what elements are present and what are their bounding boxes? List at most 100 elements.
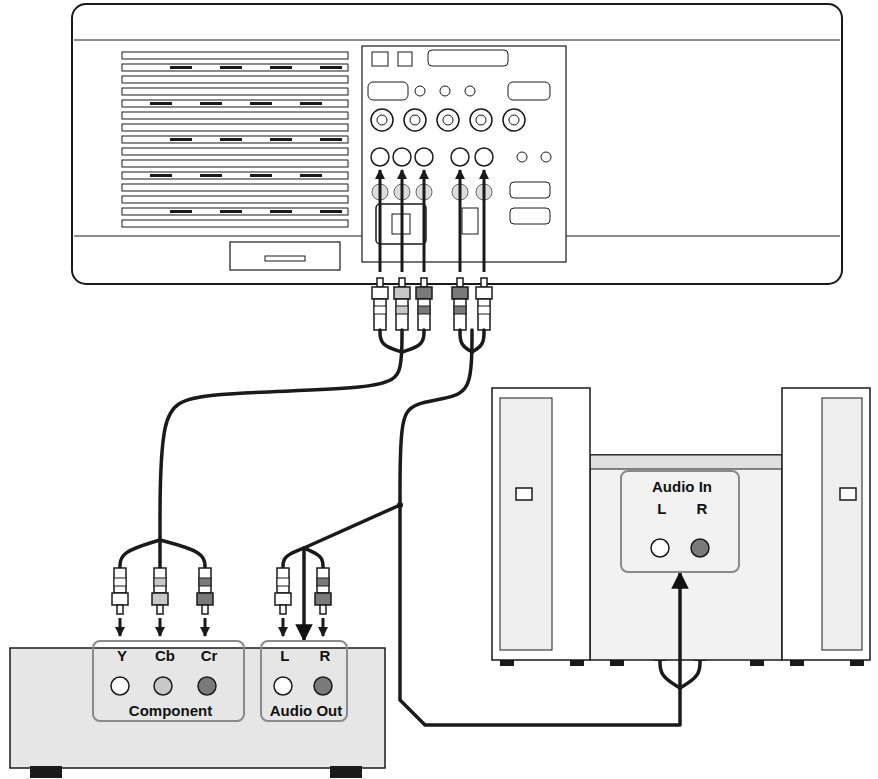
vent-slot bbox=[122, 76, 348, 83]
cable-junction bbox=[397, 502, 403, 508]
plug-tip bbox=[117, 605, 123, 614]
foot bbox=[750, 660, 764, 666]
cable bbox=[380, 330, 402, 352]
rca-jack bbox=[475, 148, 493, 166]
plug-collar bbox=[476, 287, 492, 299]
vent-mark bbox=[300, 174, 322, 177]
output-panel: LRAudio Out bbox=[260, 640, 348, 722]
plug-body bbox=[114, 568, 126, 593]
jack-label: R bbox=[320, 647, 331, 664]
plug-band bbox=[454, 306, 466, 314]
insert-arrow bbox=[459, 170, 462, 272]
vent-mark bbox=[270, 66, 292, 69]
vent-mark bbox=[320, 66, 342, 69]
bnc-jack bbox=[437, 109, 459, 131]
vent-slot bbox=[122, 172, 348, 179]
vent-slot bbox=[122, 148, 348, 155]
plug-band bbox=[478, 306, 490, 314]
plug-tip bbox=[481, 278, 487, 287]
rca-plug bbox=[315, 568, 331, 614]
insert-arrow bbox=[483, 170, 486, 272]
rca-plug bbox=[416, 278, 432, 330]
vent-slot bbox=[122, 136, 348, 143]
vent-mark bbox=[170, 210, 192, 213]
plug-tip bbox=[421, 278, 427, 287]
plug-collar bbox=[452, 287, 468, 299]
projector-edge bbox=[566, 236, 840, 237]
plug-collar bbox=[394, 287, 410, 299]
plug-collar bbox=[372, 287, 388, 299]
vent-mark bbox=[300, 102, 322, 105]
audio-in-jack bbox=[691, 539, 709, 557]
rca-plug bbox=[372, 278, 388, 330]
foot bbox=[500, 660, 514, 666]
vent-slot bbox=[122, 184, 348, 191]
connector-panel bbox=[362, 46, 566, 262]
plug-collar bbox=[416, 287, 432, 299]
jack-label: Y bbox=[117, 647, 127, 664]
plug-body bbox=[199, 568, 211, 593]
plug-body bbox=[418, 299, 430, 330]
bnc-core bbox=[509, 115, 519, 125]
vent-mark bbox=[200, 174, 222, 177]
projector-edge bbox=[74, 236, 362, 237]
insert-arrow bbox=[119, 618, 122, 636]
jack-label: Cb bbox=[155, 647, 175, 664]
plug-body bbox=[374, 299, 386, 330]
vent-mark bbox=[170, 66, 192, 69]
bnc-jack bbox=[371, 109, 393, 131]
cable bbox=[402, 330, 424, 352]
output-jack bbox=[154, 677, 172, 695]
vent-mark bbox=[170, 138, 192, 141]
plug-collar bbox=[315, 593, 331, 605]
output-jack bbox=[314, 677, 332, 695]
vent-mark bbox=[270, 210, 292, 213]
panel-label: Audio In bbox=[652, 478, 712, 495]
audio-input-panel: Audio InLR bbox=[620, 470, 740, 573]
insert-arrow bbox=[401, 170, 404, 272]
plug-body bbox=[454, 299, 466, 330]
rca-plug bbox=[152, 568, 168, 614]
rca-plug bbox=[452, 278, 468, 330]
vent-mark bbox=[200, 102, 222, 105]
plug-tip bbox=[320, 605, 326, 614]
foot bbox=[30, 766, 62, 778]
vent-slot bbox=[122, 160, 348, 167]
mini-jack bbox=[541, 152, 551, 162]
audio-in-jack bbox=[651, 539, 669, 557]
cable bbox=[158, 540, 162, 568]
plug-band bbox=[418, 306, 430, 314]
video-source bbox=[10, 648, 385, 778]
vent-mark bbox=[270, 138, 292, 141]
bnc-core bbox=[476, 115, 486, 125]
rca-plug bbox=[476, 278, 492, 330]
bnc-jack bbox=[470, 109, 492, 131]
right-speaker bbox=[782, 388, 870, 660]
vent-slot bbox=[122, 88, 348, 95]
bnc-jack bbox=[503, 109, 525, 131]
panel-label: R bbox=[697, 500, 708, 517]
rca-jack bbox=[371, 148, 389, 166]
usb-port bbox=[398, 52, 412, 66]
panel-frame bbox=[362, 46, 566, 262]
vent-slot bbox=[122, 112, 348, 119]
mini-jack bbox=[415, 86, 425, 96]
rca-plug bbox=[394, 278, 410, 330]
vent-mark bbox=[250, 102, 272, 105]
rca-plug bbox=[197, 568, 213, 614]
output-jack bbox=[111, 677, 129, 695]
vent-slot bbox=[122, 220, 348, 227]
foot bbox=[570, 660, 584, 666]
jack-label: Cr bbox=[201, 647, 218, 664]
plug-body bbox=[478, 299, 490, 330]
plug-band bbox=[154, 578, 166, 586]
panel-label: Component bbox=[129, 702, 212, 719]
panel-label: Audio Out bbox=[270, 702, 342, 719]
vent-mark bbox=[320, 210, 342, 213]
dsub-port bbox=[510, 182, 550, 198]
plug-band bbox=[114, 578, 126, 586]
output-panel: Y Cb CrComponent bbox=[92, 640, 245, 722]
cable bbox=[304, 548, 323, 568]
output-jack bbox=[198, 677, 216, 695]
